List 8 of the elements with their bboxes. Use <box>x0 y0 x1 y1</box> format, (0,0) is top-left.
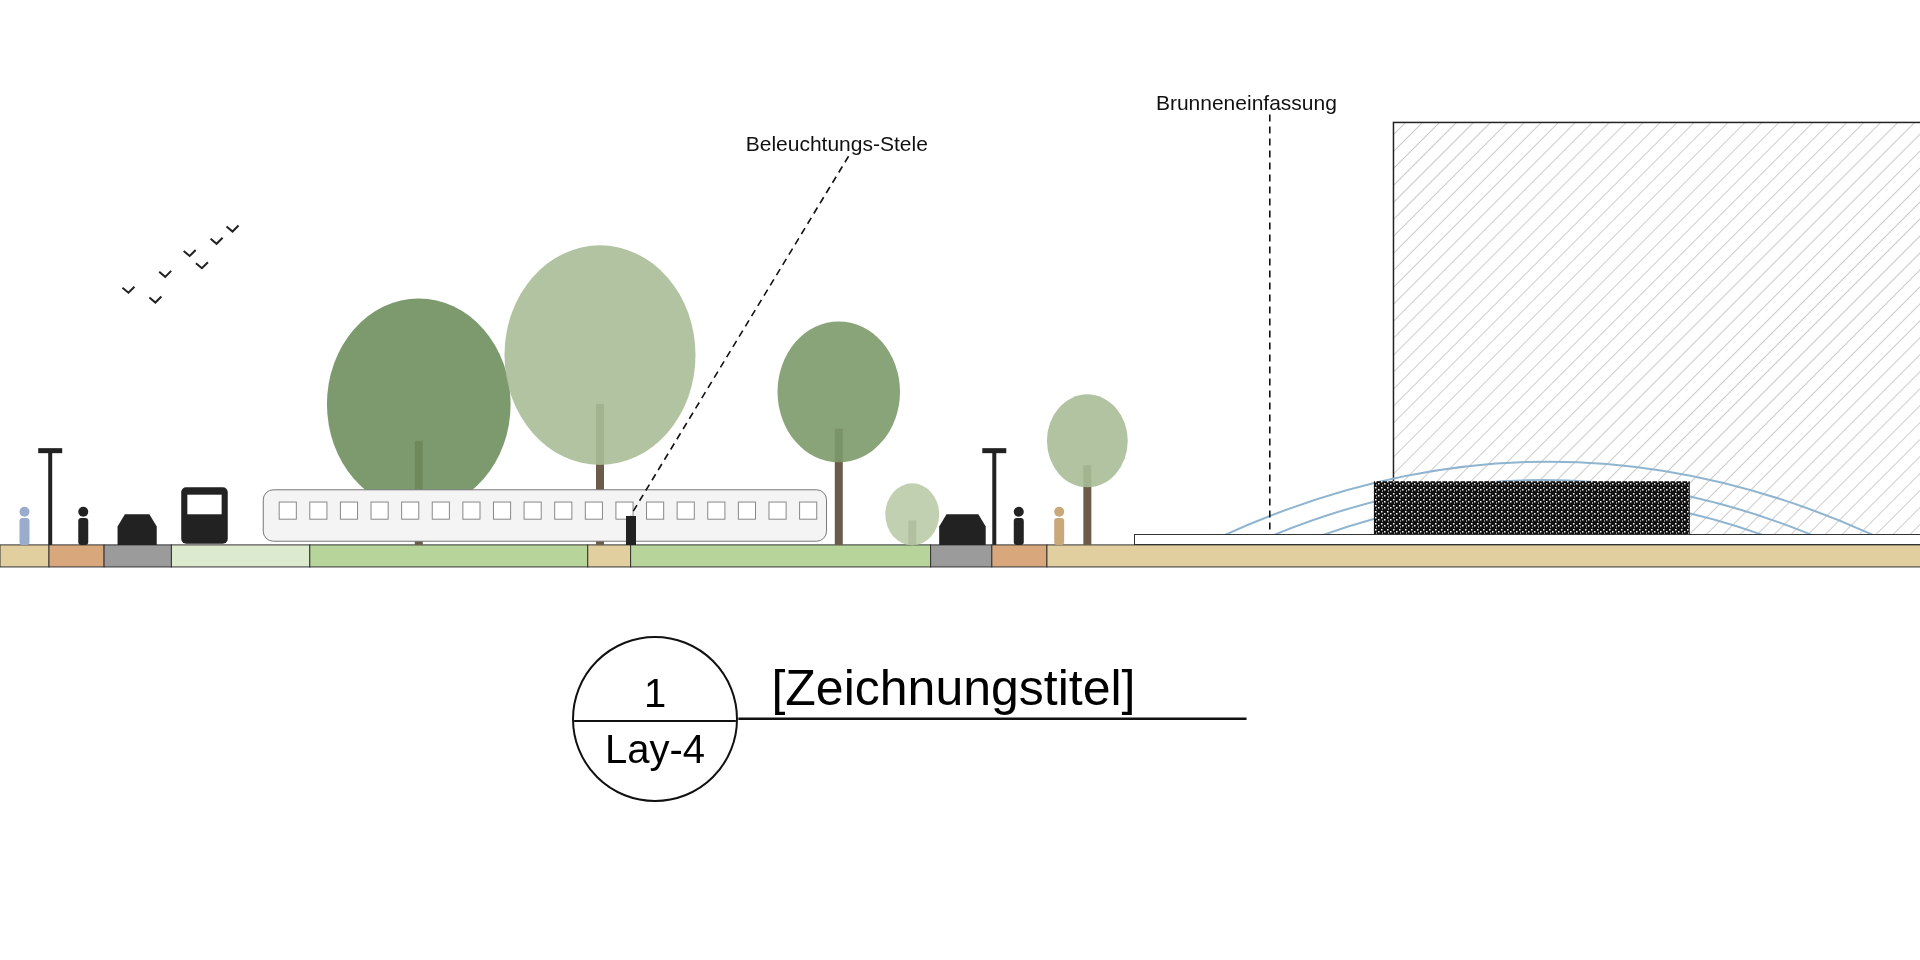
light-stele-icon <box>625 515 636 545</box>
sheet-number: 1 <box>643 670 667 716</box>
callout-label: Brunneneinfassung <box>1155 90 1337 115</box>
callout-label: Beleuchtungs-Stele <box>745 132 928 157</box>
fountain-edging <box>1133 533 1920 545</box>
sheet-reference: Lay-4 <box>605 726 706 772</box>
section-reference-circle <box>571 635 739 802</box>
drawing-title: [Zeichnungstitel] <box>771 658 1136 717</box>
